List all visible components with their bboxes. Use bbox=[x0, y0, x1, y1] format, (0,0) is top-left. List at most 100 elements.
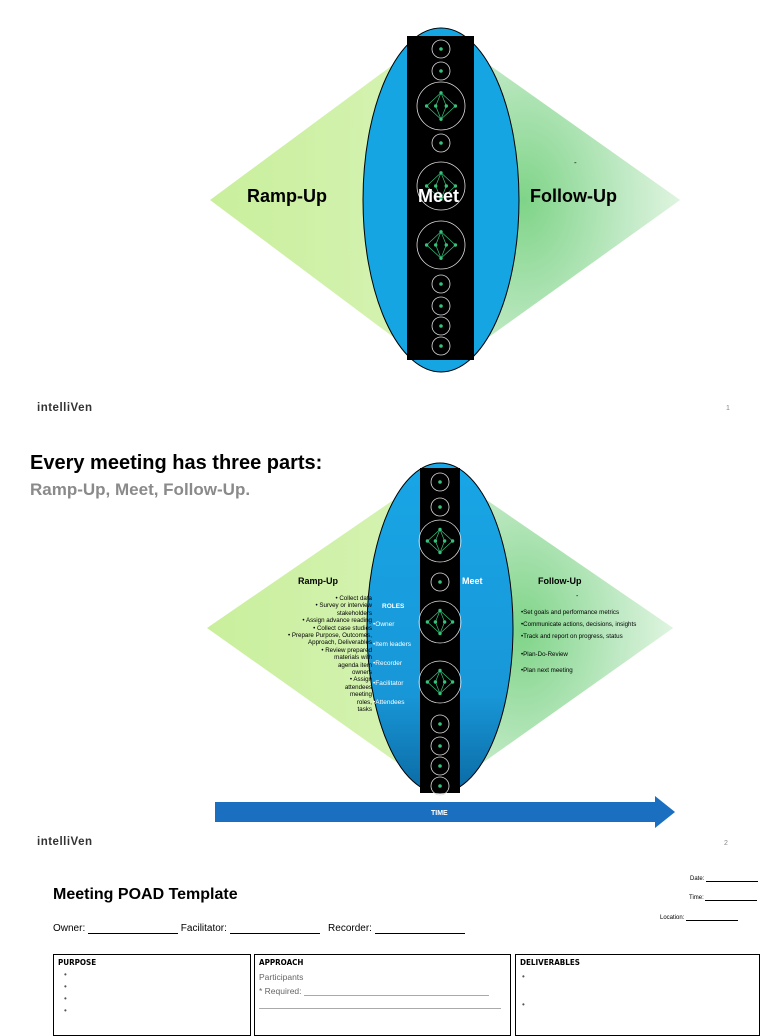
hub-dot bbox=[439, 256, 443, 260]
hub-dot bbox=[439, 197, 443, 201]
hub-dot bbox=[424, 104, 429, 108]
hub-dot bbox=[444, 243, 448, 247]
hub-link bbox=[427, 681, 441, 694]
hub-link bbox=[426, 172, 442, 187]
hub-dot bbox=[438, 631, 442, 636]
hub-dot bbox=[438, 668, 442, 673]
location-field[interactable]: Location: bbox=[660, 913, 739, 921]
node-ring bbox=[430, 756, 450, 776]
hub-link bbox=[435, 172, 442, 187]
slide-2-diagram bbox=[207, 462, 675, 828]
location-line bbox=[686, 913, 739, 921]
follow-up-item: •Communicate actions, decisions, insight… bbox=[521, 621, 637, 628]
hub-dot bbox=[425, 539, 430, 543]
time-line bbox=[705, 893, 758, 901]
node-dot bbox=[438, 764, 442, 768]
slide-1: Ramp-Up Meet Follow-Up - intelliVen 1 bbox=[0, 0, 768, 420]
follow-up-item: •Track and report on progress, status bbox=[521, 633, 623, 640]
recorder-input[interactable] bbox=[374, 922, 465, 934]
hub-link bbox=[435, 244, 442, 259]
location-label: Location: bbox=[660, 915, 685, 921]
hub-link bbox=[427, 670, 441, 683]
hub-dot bbox=[434, 184, 438, 188]
hub-dot bbox=[442, 620, 447, 624]
ramp-up-label: Ramp-Up bbox=[247, 186, 327, 206]
node-dot bbox=[438, 505, 442, 509]
purpose-bullet[interactable]: • bbox=[64, 982, 67, 991]
node-ring bbox=[431, 316, 451, 336]
hub-link bbox=[426, 231, 442, 246]
purpose-bullet[interactable]: • bbox=[64, 994, 67, 1003]
approach-box[interactable]: APPROACH Participants * Required: bbox=[254, 954, 511, 1036]
ramp-up-item: • Survey or interview bbox=[315, 602, 373, 610]
deliverable-bullet[interactable]: • bbox=[522, 1000, 525, 1009]
node-column bbox=[416, 39, 466, 356]
hub-link bbox=[426, 105, 442, 120]
hub-ring bbox=[418, 600, 462, 644]
follow-up-label: Follow-Up bbox=[530, 186, 617, 206]
purpose-bullet[interactable]: • bbox=[64, 970, 67, 979]
roles-list: •Owner•Item leaders•Recorder•Facilitator… bbox=[373, 621, 411, 719]
hub-dot bbox=[434, 243, 438, 247]
deliverables-box[interactable]: DELIVERABLES •• bbox=[515, 954, 760, 1036]
facilitator-input[interactable] bbox=[229, 922, 320, 934]
hub-dot bbox=[444, 104, 448, 108]
roles-row: Owner: Facilitator: Recorder: bbox=[53, 922, 465, 934]
meet-label: Meet bbox=[418, 186, 460, 206]
hub-link bbox=[439, 540, 453, 553]
time-field[interactable]: Time: bbox=[689, 893, 758, 901]
hub-link bbox=[440, 231, 456, 246]
hub-link bbox=[440, 92, 456, 107]
hub-link bbox=[435, 621, 441, 634]
date-field[interactable]: Date: bbox=[690, 874, 759, 882]
follow-up-mark: - bbox=[574, 158, 577, 167]
node-dot bbox=[438, 722, 442, 726]
follow-up-item: •Plan next meeting bbox=[521, 667, 573, 674]
time-label: Time: bbox=[689, 895, 704, 901]
page-number: 2 bbox=[724, 840, 728, 847]
hub-link bbox=[426, 92, 442, 107]
ramp-up-item: • Collect data bbox=[335, 595, 372, 602]
hub-link bbox=[439, 621, 453, 634]
intelliven-logo: intelliVen bbox=[37, 402, 93, 414]
hub-link bbox=[435, 610, 441, 623]
node-column bbox=[418, 472, 462, 796]
hub-link bbox=[439, 681, 453, 694]
ramp-up-item: Approach, Deliverables bbox=[308, 639, 372, 647]
purpose-bullet[interactable]: • bbox=[64, 1006, 67, 1015]
node-ring bbox=[430, 714, 450, 734]
hub-link bbox=[435, 529, 441, 542]
hub-link bbox=[440, 244, 456, 259]
hub-dot bbox=[453, 184, 458, 188]
ramp-up-item: • Assign advance reading bbox=[302, 617, 372, 625]
hub-dot bbox=[425, 620, 430, 624]
required-input[interactable] bbox=[303, 987, 489, 996]
hub-link bbox=[439, 670, 453, 683]
owner-input[interactable] bbox=[88, 922, 179, 934]
intelliven-logo: intelliVen bbox=[37, 836, 93, 848]
node-ring bbox=[431, 133, 451, 153]
hub-link bbox=[440, 172, 456, 187]
node-dot bbox=[438, 480, 442, 484]
required-row: * Required: bbox=[255, 982, 510, 996]
hub-dot bbox=[433, 539, 438, 543]
hub-link bbox=[440, 172, 447, 187]
purpose-header: PURPOSE bbox=[58, 958, 97, 967]
ramp-up-item: roles, bbox=[356, 698, 372, 706]
deliverable-bullet[interactable]: • bbox=[522, 972, 525, 981]
slide-2: Every meeting has three parts: Ramp-Up, … bbox=[0, 428, 768, 858]
approach-line bbox=[259, 1008, 501, 1009]
node-ring bbox=[430, 736, 450, 756]
node-dot bbox=[439, 324, 443, 328]
hub-link bbox=[440, 105, 447, 120]
hub-dot bbox=[450, 620, 455, 624]
hub-dot bbox=[439, 230, 443, 234]
hub-link bbox=[439, 610, 453, 623]
date-label: Date: bbox=[690, 876, 705, 882]
hub-link bbox=[440, 244, 447, 259]
participants-label: Participants bbox=[259, 972, 304, 982]
purpose-box[interactable]: PURPOSE • • • • bbox=[53, 954, 251, 1036]
slide-3: Meeting POAD Template Date: Time: Locati… bbox=[0, 862, 768, 1036]
hub-link bbox=[435, 105, 442, 120]
